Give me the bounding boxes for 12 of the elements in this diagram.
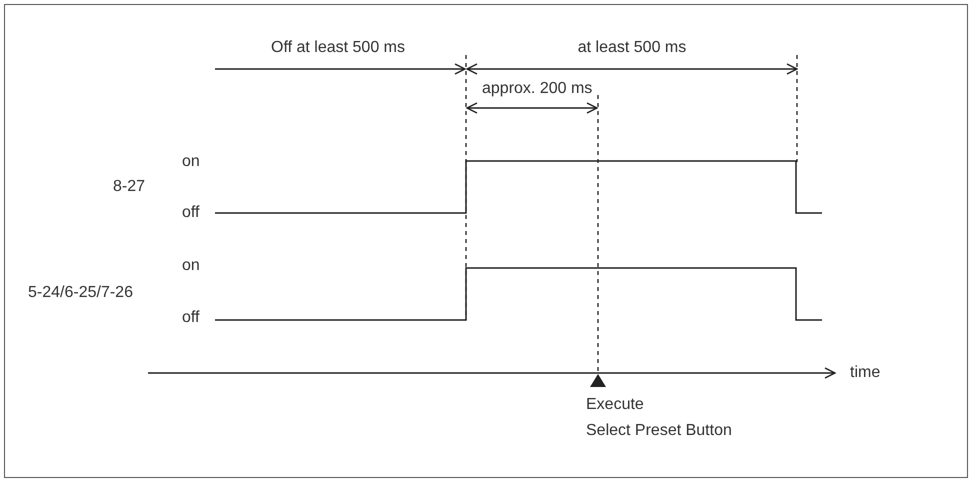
event-label: Select Preset Button [586,422,732,440]
dimension-label: at least 500 ms [578,39,686,57]
signal-state-label: off [182,204,200,222]
signal-name: 5-24/6-25/7-26 [28,284,133,302]
dimension-label: Off at least 500 ms [271,39,405,57]
signal-state-label: on [182,153,200,171]
axis-label: time [850,364,880,382]
event-label: Execute [586,396,644,414]
signal-state-label: on [182,257,200,275]
dimension-label: approx. 200 ms [482,80,592,98]
signal-name: 8-27 [113,178,146,196]
signal-state-label: off [182,309,200,327]
